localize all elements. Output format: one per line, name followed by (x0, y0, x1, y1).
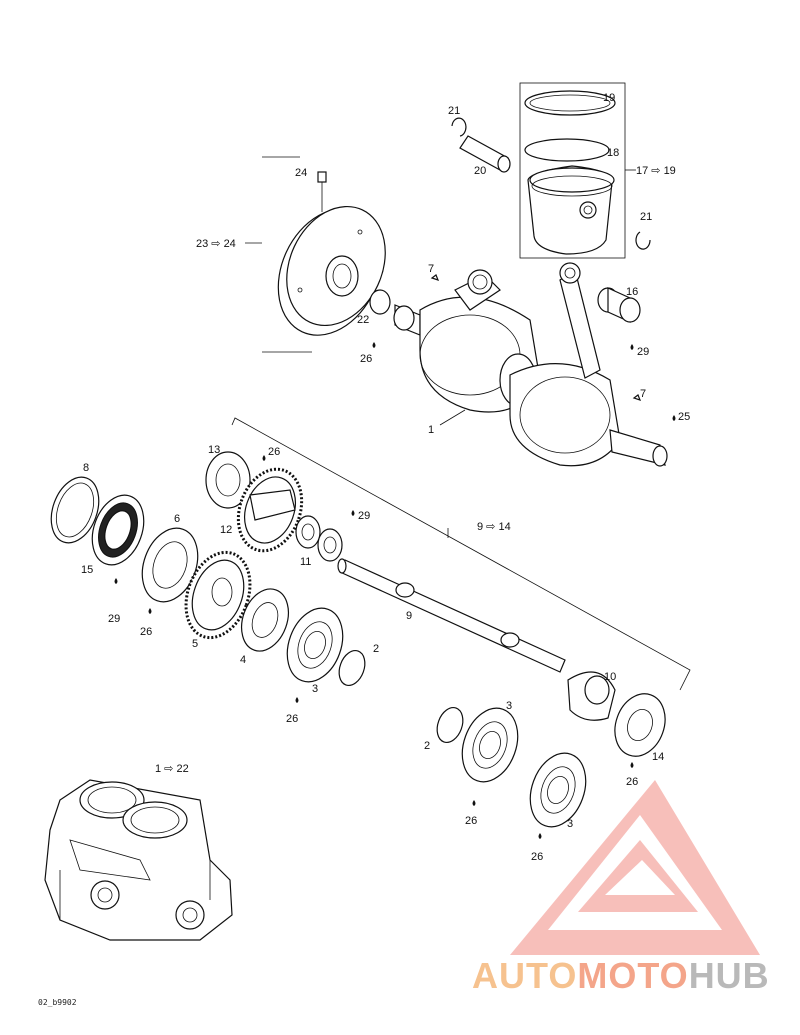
gear-12 (236, 467, 304, 553)
watermark-logo (510, 780, 760, 955)
circlip-2-right (436, 706, 464, 744)
label-13: 13 (208, 444, 220, 456)
label-2b: 2 (424, 740, 430, 752)
label-29a: 29 (358, 510, 370, 522)
label-11: 11 (300, 556, 311, 568)
bearing-3-right (529, 752, 587, 828)
label-21a: 21 (448, 105, 460, 117)
leader-lines (245, 169, 636, 426)
label-29b: 29 (108, 613, 120, 625)
label-26g: 26 (626, 776, 638, 788)
woodruff-key-lower (632, 394, 642, 401)
label-3a: 3 (312, 683, 318, 695)
counterweight-10 (567, 671, 616, 721)
label-3c: 3 (567, 818, 573, 830)
label-23-range: 23 ⇨ 24 (196, 238, 236, 250)
label-19: 19 (603, 92, 615, 104)
label-26d: 26 (286, 713, 298, 725)
needle-bearing-16 (597, 287, 641, 323)
piston-assembly (519, 82, 634, 259)
bearing-3-left (286, 607, 344, 683)
label-2a: 2 (373, 643, 379, 655)
label-26a: 26 (360, 353, 372, 365)
label-5: 5 (192, 638, 198, 650)
assembly-bracket (231, 417, 691, 691)
seal-22 (369, 289, 391, 315)
label-4: 4 (240, 654, 246, 666)
label-26b: 26 (268, 446, 280, 458)
circlip-upper (451, 117, 467, 137)
bearing-13 (205, 451, 251, 509)
label-16: 16 (626, 286, 638, 298)
label-9: 9 (406, 610, 412, 622)
label-12: 12 (220, 524, 232, 536)
label-6: 6 (174, 513, 180, 525)
label-10: 10 (604, 671, 616, 683)
circlip-lower (635, 231, 651, 250)
wrist-pin (459, 135, 511, 173)
label-15: 15 (81, 564, 93, 576)
crankshaft (393, 262, 668, 467)
oring-8 (50, 476, 100, 544)
label-9-range: 9 ⇨ 14 (477, 521, 511, 533)
label-25: 25 (678, 411, 690, 423)
label-3b: 3 (506, 700, 512, 712)
gear-5 (184, 550, 252, 640)
thrust-washer-4 (241, 588, 289, 652)
label-24: 24 (295, 167, 307, 179)
circlip-2-left (338, 649, 366, 687)
label-26c: 26 (140, 626, 152, 638)
bearing-14 (614, 693, 666, 757)
magneto-flywheel (262, 156, 386, 353)
bearing-6 (141, 527, 199, 603)
lubricant-drops (114, 342, 676, 839)
label-26f: 26 (531, 851, 543, 863)
callout-labels: 1 2 2 3 3 3 4 5 6 7 7 8 9 9 ⇨ 14 10 11 1… (81, 92, 690, 863)
nut-24 (317, 171, 327, 212)
watermark-brand: AUTOMOTOHUB (472, 955, 770, 997)
label-17-range: 17 ⇨ 19 (636, 165, 676, 177)
label-7a: 7 (428, 263, 434, 275)
figure-reference: 02_b9902 (38, 998, 77, 1007)
label-21b: 21 (640, 211, 652, 223)
label-20: 20 (474, 165, 486, 177)
label-1-range: 1 ⇨ 22 (155, 763, 189, 775)
label-8: 8 (83, 462, 89, 474)
label-26e: 26 (465, 815, 477, 827)
label-22: 22 (357, 314, 369, 326)
engine-block (44, 779, 233, 941)
brand-auto: AUTO (472, 955, 578, 996)
bearing-3-middle (461, 707, 519, 783)
label-1: 1 (428, 424, 434, 436)
label-29c: 29 (637, 346, 649, 358)
oil-seal-15 (91, 494, 145, 566)
label-7b: 7 (640, 388, 646, 400)
label-18: 18 (607, 147, 619, 159)
woodruff-key-upper (430, 274, 440, 281)
brand-moto: MOTO (577, 955, 689, 996)
label-14: 14 (652, 751, 664, 763)
bearing-11 (295, 515, 343, 562)
balancer-shaft-9 (337, 558, 566, 673)
brand-hub: HUB (688, 955, 770, 996)
